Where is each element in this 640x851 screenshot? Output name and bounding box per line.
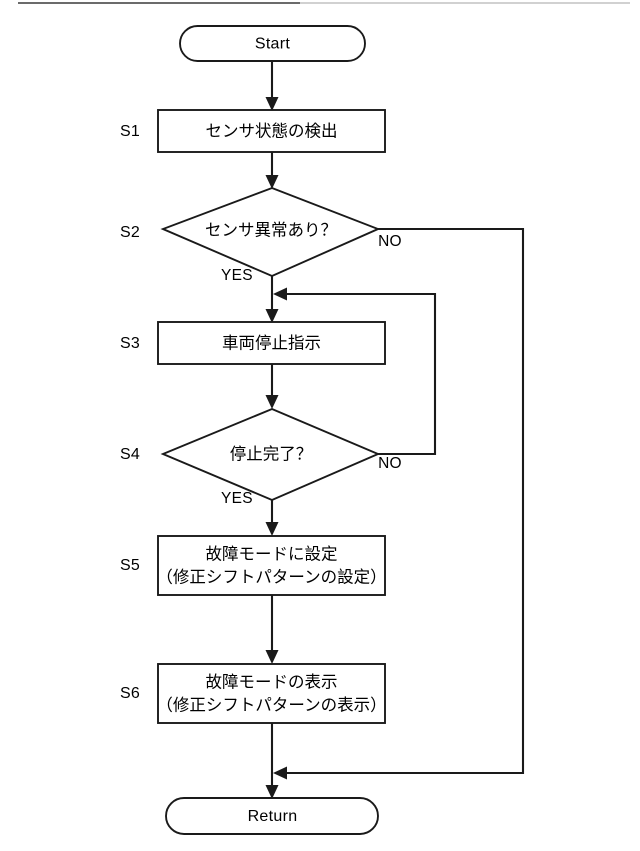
s1-process-shape: [157, 109, 386, 153]
node-s3[interactable]: 車両停止指示: [157, 321, 386, 365]
node-s6[interactable]: 故障モードの表示 （修正シフトパターンの表示）: [156, 663, 387, 724]
connector-start-to-s1: [265, 61, 279, 111]
step-label-s6: S6: [120, 685, 140, 702]
s6-label-line1: 故障モードの表示: [206, 672, 338, 691]
step-label-s3: S3: [120, 335, 140, 352]
s5-label-line2: （修正シフトパターンの設定）: [156, 567, 386, 586]
connector-s1-to-s2: [265, 152, 279, 189]
return-label: Return: [248, 808, 298, 825]
arrowhead-icon: [265, 175, 279, 189]
s4-yes-label: YES: [221, 490, 253, 507]
connector-s5-to-s6: [265, 595, 279, 664]
connector-s4-no-loopback: [273, 287, 437, 456]
s3-process-shape: [157, 321, 386, 365]
step-label-s5: S5: [120, 557, 140, 574]
node-s4[interactable]: 停止完了？: [160, 407, 381, 502]
s6-process-shape: [157, 663, 386, 724]
node-s5[interactable]: 故障モードに設定 （修正シフトパターンの設定）: [156, 535, 387, 596]
arrowhead-icon: [273, 766, 287, 780]
node-start[interactable]: Start: [179, 25, 366, 62]
s4-no-label: NO: [378, 455, 402, 472]
node-return[interactable]: Return: [165, 797, 379, 835]
connector-s4-yes-to-s5: [265, 500, 279, 536]
arrowhead-icon: [265, 785, 279, 799]
arrowhead-icon: [265, 650, 279, 664]
s2-no-label: NO: [378, 233, 402, 250]
arrowhead-icon: [273, 287, 287, 301]
step-label-s1: S1: [120, 123, 140, 140]
s2-decision-shape: [160, 186, 381, 278]
return-terminal-shape: [165, 797, 379, 835]
node-s1[interactable]: センサ状態の検出: [157, 109, 386, 153]
s5-process-shape: [157, 535, 386, 596]
scan-artifact-line-left: [18, 2, 300, 4]
connector-s2-no-to-return: [273, 227, 525, 780]
connector-s2-yes-to-s3: [265, 276, 279, 323]
connector-s3-to-s4: [265, 364, 279, 409]
s2-yes-label: YES: [221, 267, 253, 284]
s4-decision-shape: [160, 407, 381, 502]
s5-label-line1: 故障モードに設定: [206, 544, 338, 563]
s1-label: センサ状態の検出: [206, 121, 338, 140]
arrowhead-icon: [265, 522, 279, 536]
arrowhead-icon: [265, 309, 279, 323]
step-label-s4: S4: [120, 446, 140, 463]
s2-label: センサ異常あり？: [205, 220, 337, 239]
step-label-s2: S2: [120, 224, 140, 241]
s4-label: 停止完了？: [230, 444, 313, 463]
node-s2[interactable]: センサ異常あり？: [160, 186, 381, 278]
start-terminal-shape: [179, 25, 366, 62]
arrowhead-icon: [265, 97, 279, 111]
start-label: Start: [255, 36, 291, 53]
s6-label-line2: （修正シフトパターンの表示）: [156, 695, 386, 714]
scan-artifact-line-right: [300, 2, 630, 4]
connector-s6-to-return: [265, 723, 279, 799]
s3-label: 車両停止指示: [222, 333, 321, 352]
arrowhead-icon: [265, 395, 279, 409]
